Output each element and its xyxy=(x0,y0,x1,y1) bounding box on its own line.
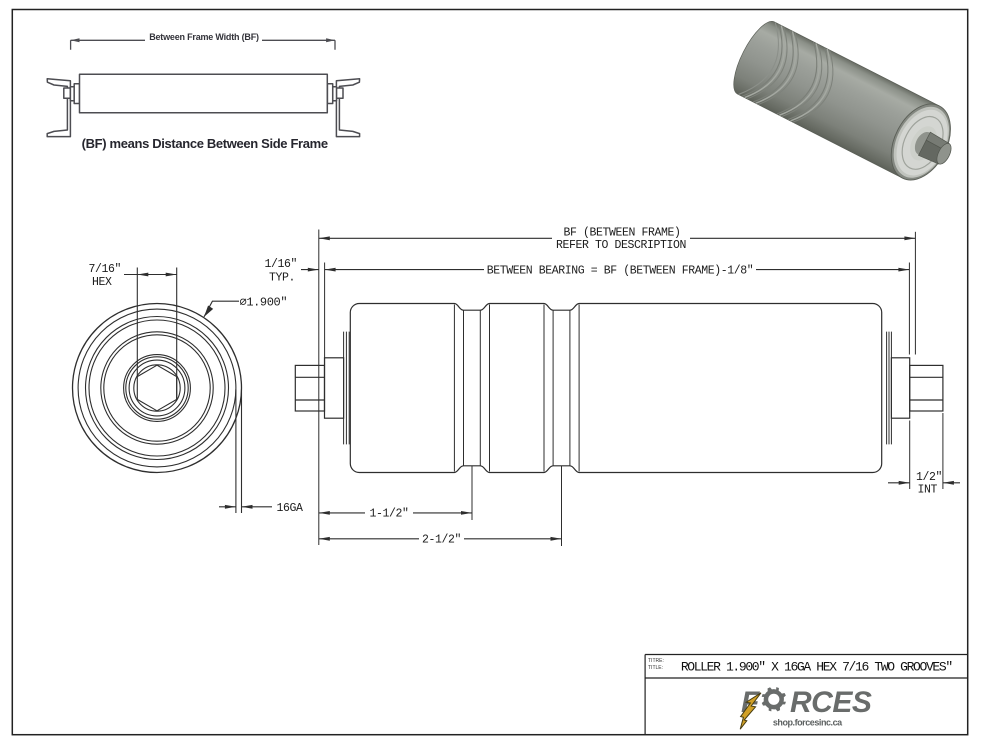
svg-text:7/16″: 7/16″ xyxy=(88,263,121,276)
svg-text:⌀1.900″: ⌀1.900″ xyxy=(240,296,288,310)
svg-text:RCES: RCES xyxy=(790,686,872,719)
svg-text:2-1/2″: 2-1/2″ xyxy=(422,534,461,547)
svg-text:Between Frame Width (BF): Between Frame Width (BF) xyxy=(149,32,259,42)
svg-text:BETWEEN BEARING = BF (BETWEEN: BETWEEN BEARING = BF (BETWEEN FRAME)-1/8… xyxy=(487,264,754,277)
svg-text:1-1/2″: 1-1/2″ xyxy=(369,508,408,521)
svg-text:ROLLER 1.900″ X 16GA HEX 7/16: ROLLER 1.900″ X 16GA HEX 7/16 TWO GROOVE… xyxy=(681,659,953,674)
svg-text:REFER TO DESCRIPTION: REFER TO DESCRIPTION xyxy=(556,239,686,252)
svg-text:(BF) means Distance Between Si: (BF) means Distance Between Side Frame xyxy=(82,136,328,151)
svg-text:1/2″: 1/2″ xyxy=(916,471,942,484)
svg-text:BF (BETWEEN FRAME): BF (BETWEEN FRAME) xyxy=(563,227,680,240)
svg-text:shop.forcesinc.ca: shop.forcesinc.ca xyxy=(773,718,843,728)
svg-text:16GA: 16GA xyxy=(277,502,304,515)
svg-text:1/16″: 1/16″ xyxy=(264,258,297,271)
svg-text:HEX: HEX xyxy=(92,276,112,289)
svg-text:INT: INT xyxy=(918,483,938,496)
svg-text:TITRE:: TITRE: xyxy=(648,658,664,664)
svg-text:TITLE:: TITLE: xyxy=(648,665,663,671)
svg-text:TYP.: TYP. xyxy=(269,272,295,285)
